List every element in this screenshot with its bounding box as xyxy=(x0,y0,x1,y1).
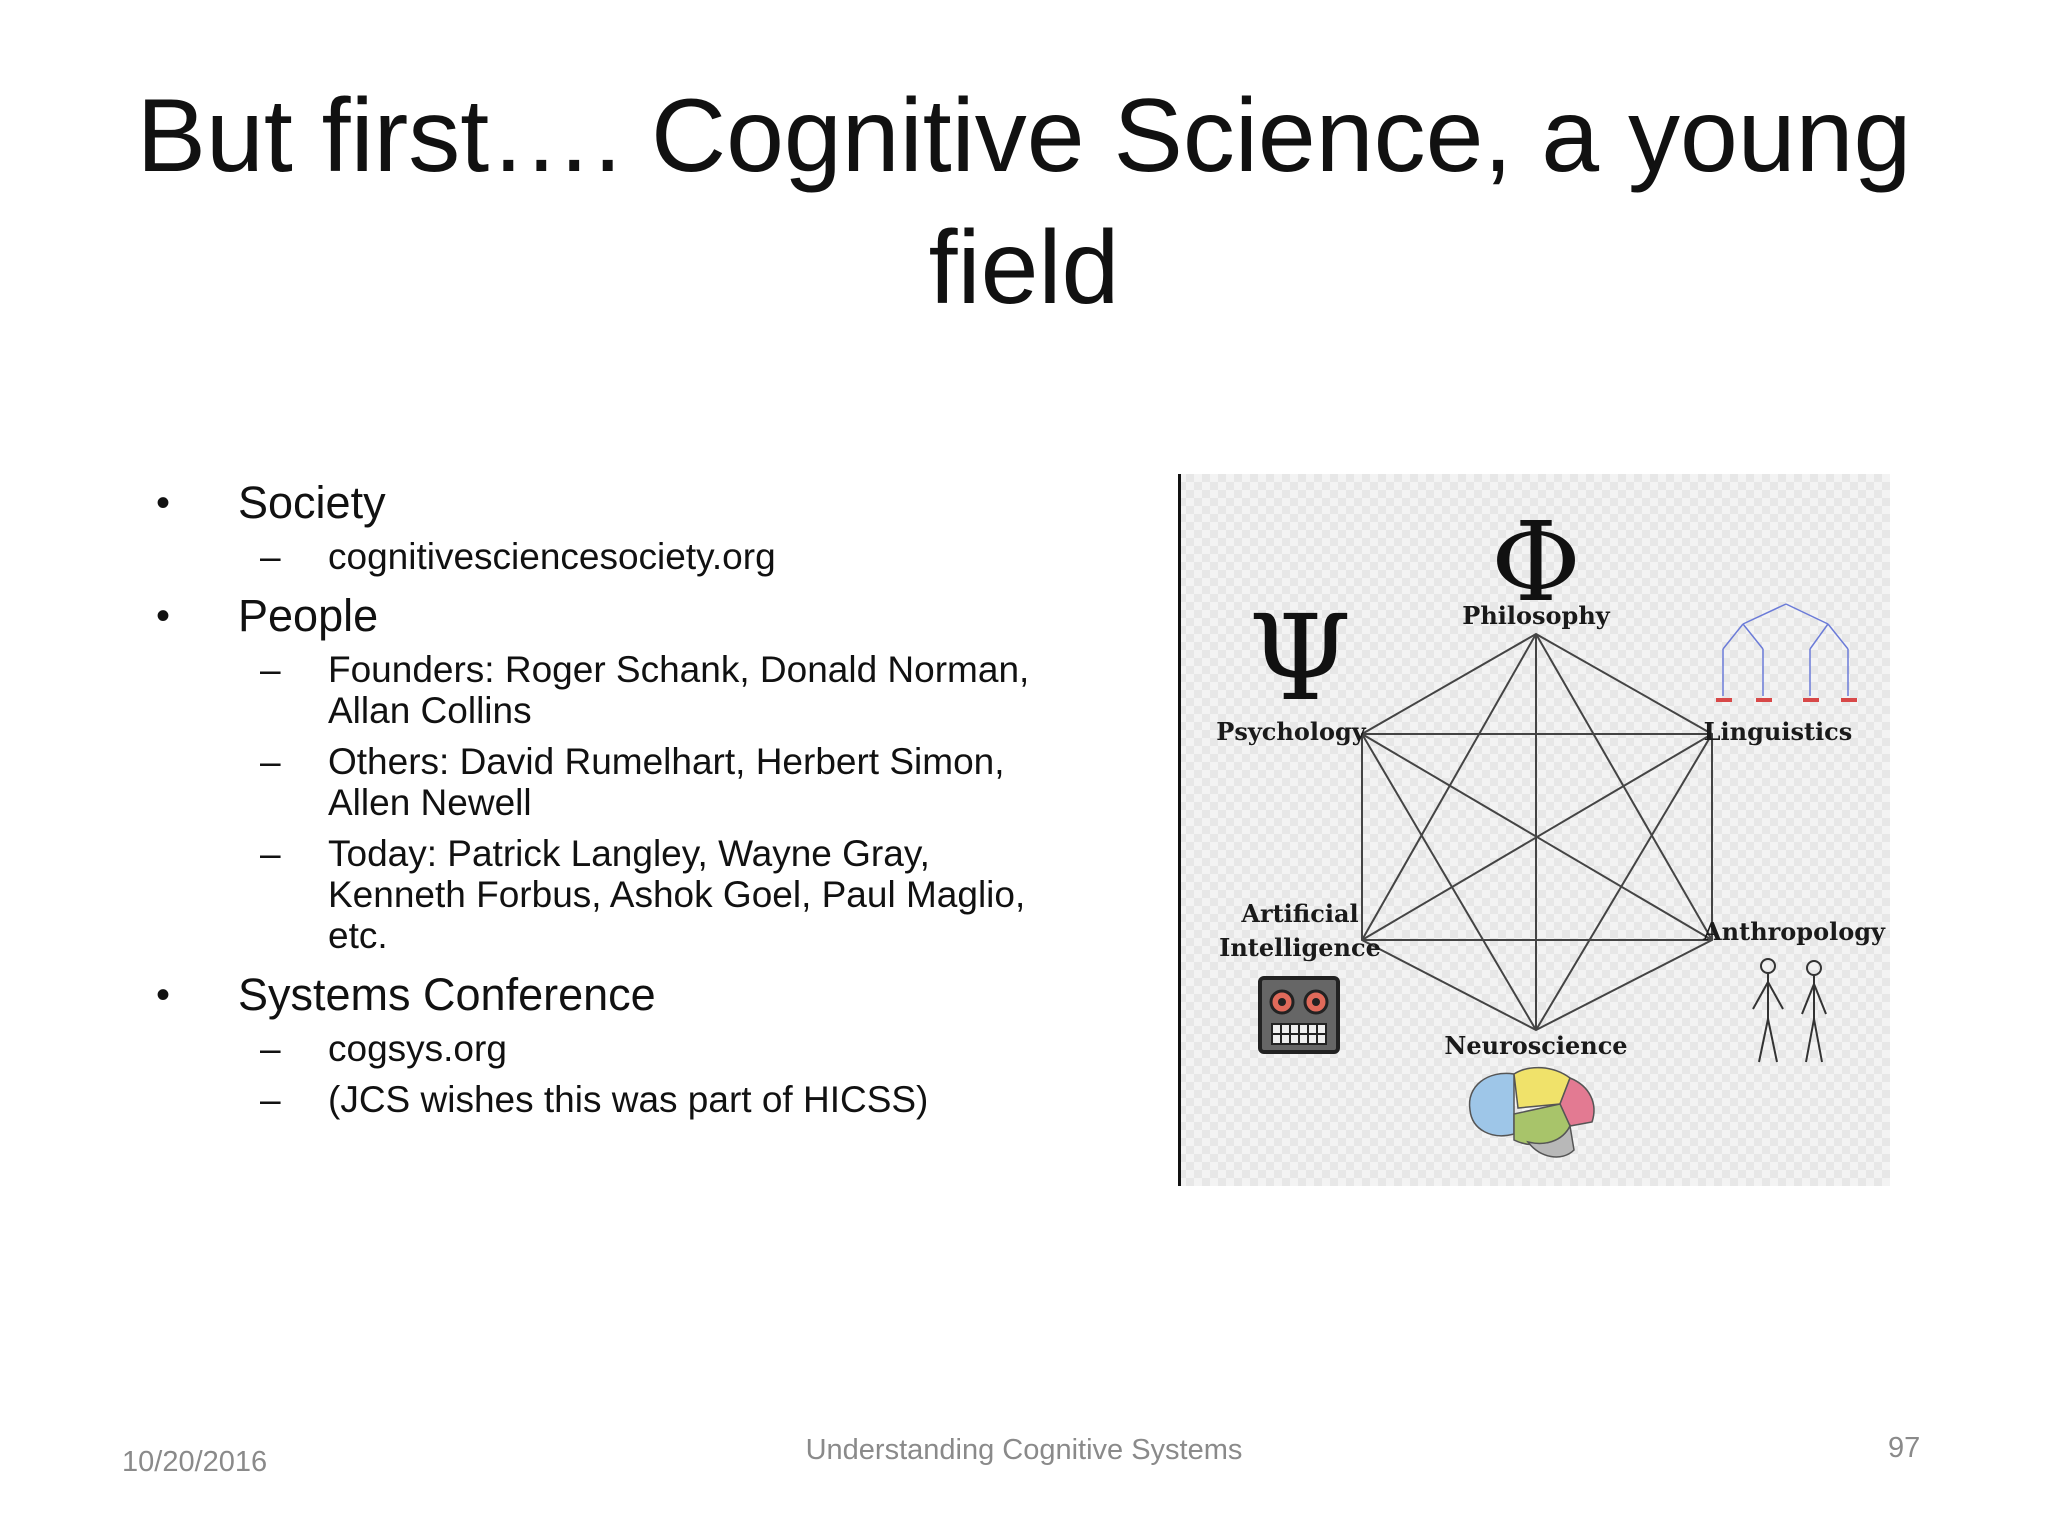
sub-bullet-marker: – xyxy=(260,536,281,577)
phi-symbol: Φ xyxy=(1491,498,1581,626)
sub-bullet-text: Allen Newell xyxy=(328,782,532,823)
sub-bullet-text: Others: David Rumelhart, Herbert Simon, xyxy=(328,741,1005,782)
slide-title: But first…. Cognitive Science, a young f… xyxy=(100,70,1948,334)
bullet-item: • People xyxy=(150,587,1100,645)
sub-bullet-item: – cogsys.org xyxy=(150,1028,1100,1069)
sub-bullet-text: Kenneth Forbus, Ashok Goel, Paul Maglio, xyxy=(328,874,1026,915)
sub-bullet-marker: – xyxy=(260,833,281,874)
brain-icon xyxy=(1468,1066,1595,1158)
sub-bullet-text: Today: Patrick Langley, Wayne Gray, xyxy=(328,833,930,874)
label-ai-line-2: Intelligence xyxy=(1219,933,1381,962)
sub-bullet-text: cogsys.org xyxy=(328,1028,507,1069)
label-ai-line-1: Artificial xyxy=(1240,899,1358,928)
sub-bullet-text: Allan Collins xyxy=(328,690,532,731)
syntax-tree-icon xyxy=(1722,603,1849,696)
label-philosophy: Philosophy xyxy=(1462,601,1610,630)
label-anthropology: Anthropology xyxy=(1702,917,1886,946)
bullet-marker: • xyxy=(156,973,171,1017)
bullet-label: Society xyxy=(238,477,386,528)
sub-bullet-item: – Today: Patrick Langley, Wayne Gray,Kenn… xyxy=(150,833,1100,956)
connector-line xyxy=(1361,733,1537,1031)
bullet-label: Systems Conference xyxy=(238,969,656,1020)
bullet-list: • Society – cognitivesciencesociety.org • Peo… xyxy=(150,470,1100,1130)
sub-bullet-item: – cognitivesciencesociety.org xyxy=(150,536,1100,577)
bullet-item: • Systems Conference xyxy=(150,966,1100,1024)
sub-bullet-text: etc. xyxy=(328,915,388,956)
cognitive-science-hexagon-figure: Φ Philosophy Ψ Psychology Linguistic xyxy=(1178,474,1890,1186)
title-line-2: field xyxy=(928,210,1120,326)
human-figures-icon xyxy=(1752,958,1827,1063)
figure-left-border xyxy=(1178,474,1181,1186)
footer-title: Understanding Cognitive Systems xyxy=(805,1434,1243,1466)
label-psychology: Psychology xyxy=(1216,717,1366,746)
label-neuroscience: Neuroscience xyxy=(1444,1031,1627,1060)
title-line-1: But first…. Cognitive Science, a young xyxy=(136,78,1912,194)
footer-page-number: 97 xyxy=(1888,1432,1921,1464)
hexagon-lines xyxy=(1361,632,1713,1032)
robot-icon xyxy=(1258,976,1340,1054)
sub-bullet-item: – (JCS wishes this was part of HICSS) xyxy=(150,1079,1100,1120)
syntax-tree-leaves xyxy=(1716,698,1857,702)
sub-bullet-item: – Others: David Rumelhart, Herbert Simon,… xyxy=(150,741,1100,823)
bullet-marker: • xyxy=(156,594,171,638)
sub-bullet-item: – Founders: Roger Schank, Donald Norman,A… xyxy=(150,649,1100,731)
sub-bullet-text: cognitivesciencesociety.org xyxy=(328,536,776,577)
connector-line xyxy=(1535,633,1713,941)
sub-bullet-marker: – xyxy=(260,649,281,690)
sub-bullet-marker: – xyxy=(260,1079,281,1120)
bullet-marker: • xyxy=(156,481,171,525)
connector-line xyxy=(1535,733,1713,1031)
bullet-label: People xyxy=(238,590,379,641)
label-linguistics: Linguistics xyxy=(1704,717,1853,746)
connector-line xyxy=(1361,633,1537,941)
sub-bullet-text: (JCS wishes this was part of HICSS) xyxy=(328,1079,929,1120)
psi-symbol: Ψ xyxy=(1248,589,1351,727)
sub-bullet-marker: – xyxy=(260,741,281,782)
footer-date: 10/20/2016 xyxy=(122,1446,268,1478)
hexagon-diagram: Φ Philosophy Ψ Psychology Linguistic xyxy=(1216,498,1886,1158)
bullet-item: • Society xyxy=(150,474,1100,532)
sub-bullet-text: Founders: Roger Schank, Donald Norman, xyxy=(328,649,1030,690)
sub-bullet-marker: – xyxy=(260,1028,281,1069)
connector-line xyxy=(1361,733,1713,941)
